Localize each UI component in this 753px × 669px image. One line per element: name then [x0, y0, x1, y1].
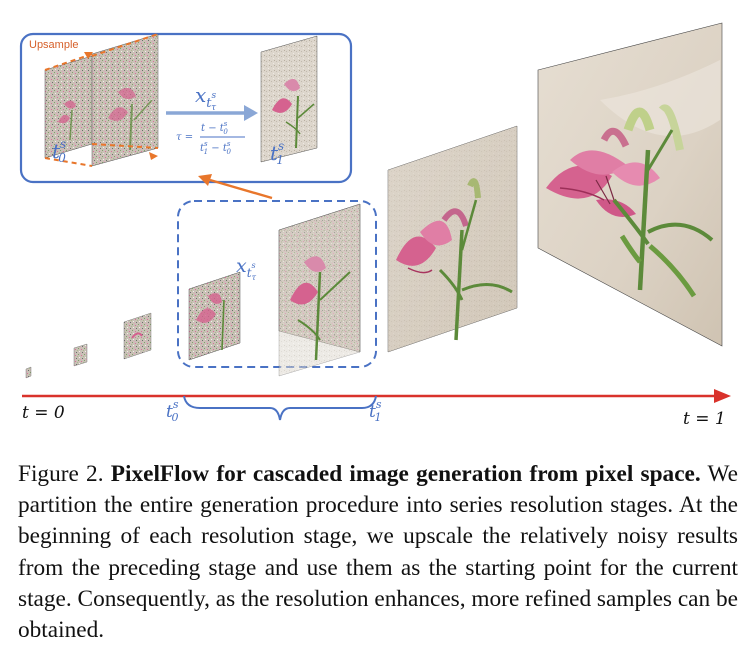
caption-title: PixelFlow for cascaded image generation …: [110, 461, 701, 487]
stage-image-1: [25, 366, 32, 379]
tau-lhs: τ =: [176, 132, 193, 143]
stage-image-5: [387, 125, 518, 353]
zoom-connector-arrow: [198, 174, 273, 200]
stage-end-image: [278, 203, 361, 377]
timeline-arrowhead: [714, 389, 731, 403]
upsample-dashed-lines: [44, 33, 159, 167]
timeline-end-label: t = 1: [683, 409, 726, 429]
stage-image-2: [73, 343, 88, 367]
stage-start-image: [188, 271, 241, 361]
timeline: [22, 389, 731, 421]
caption-body: We partition the entire generation proce…: [18, 461, 738, 644]
stage-image-final: [537, 22, 723, 347]
timeline-start-label: t = 0: [22, 403, 65, 423]
current-stage-box: [177, 200, 377, 368]
upsample-label: Upsample: [29, 39, 79, 51]
figure-caption: Figure 2. PixelFlow for cascaded image g…: [18, 459, 738, 646]
stage-image-3: [123, 312, 152, 360]
inset-upsampled-image: [91, 33, 159, 167]
caption-prefix: Figure 2.: [18, 461, 111, 487]
upsample-arrowhead-top: [84, 52, 93, 59]
inset-panel: Upsample: [19, 32, 353, 184]
upsample-arrowhead-bottom: [149, 152, 158, 160]
pixelflow-figure: Upsample: [19, 22, 731, 429]
inset-target-image: [260, 35, 318, 163]
timeline-stage-brace: [183, 395, 377, 421]
inset-flow-arrow: [166, 105, 258, 121]
